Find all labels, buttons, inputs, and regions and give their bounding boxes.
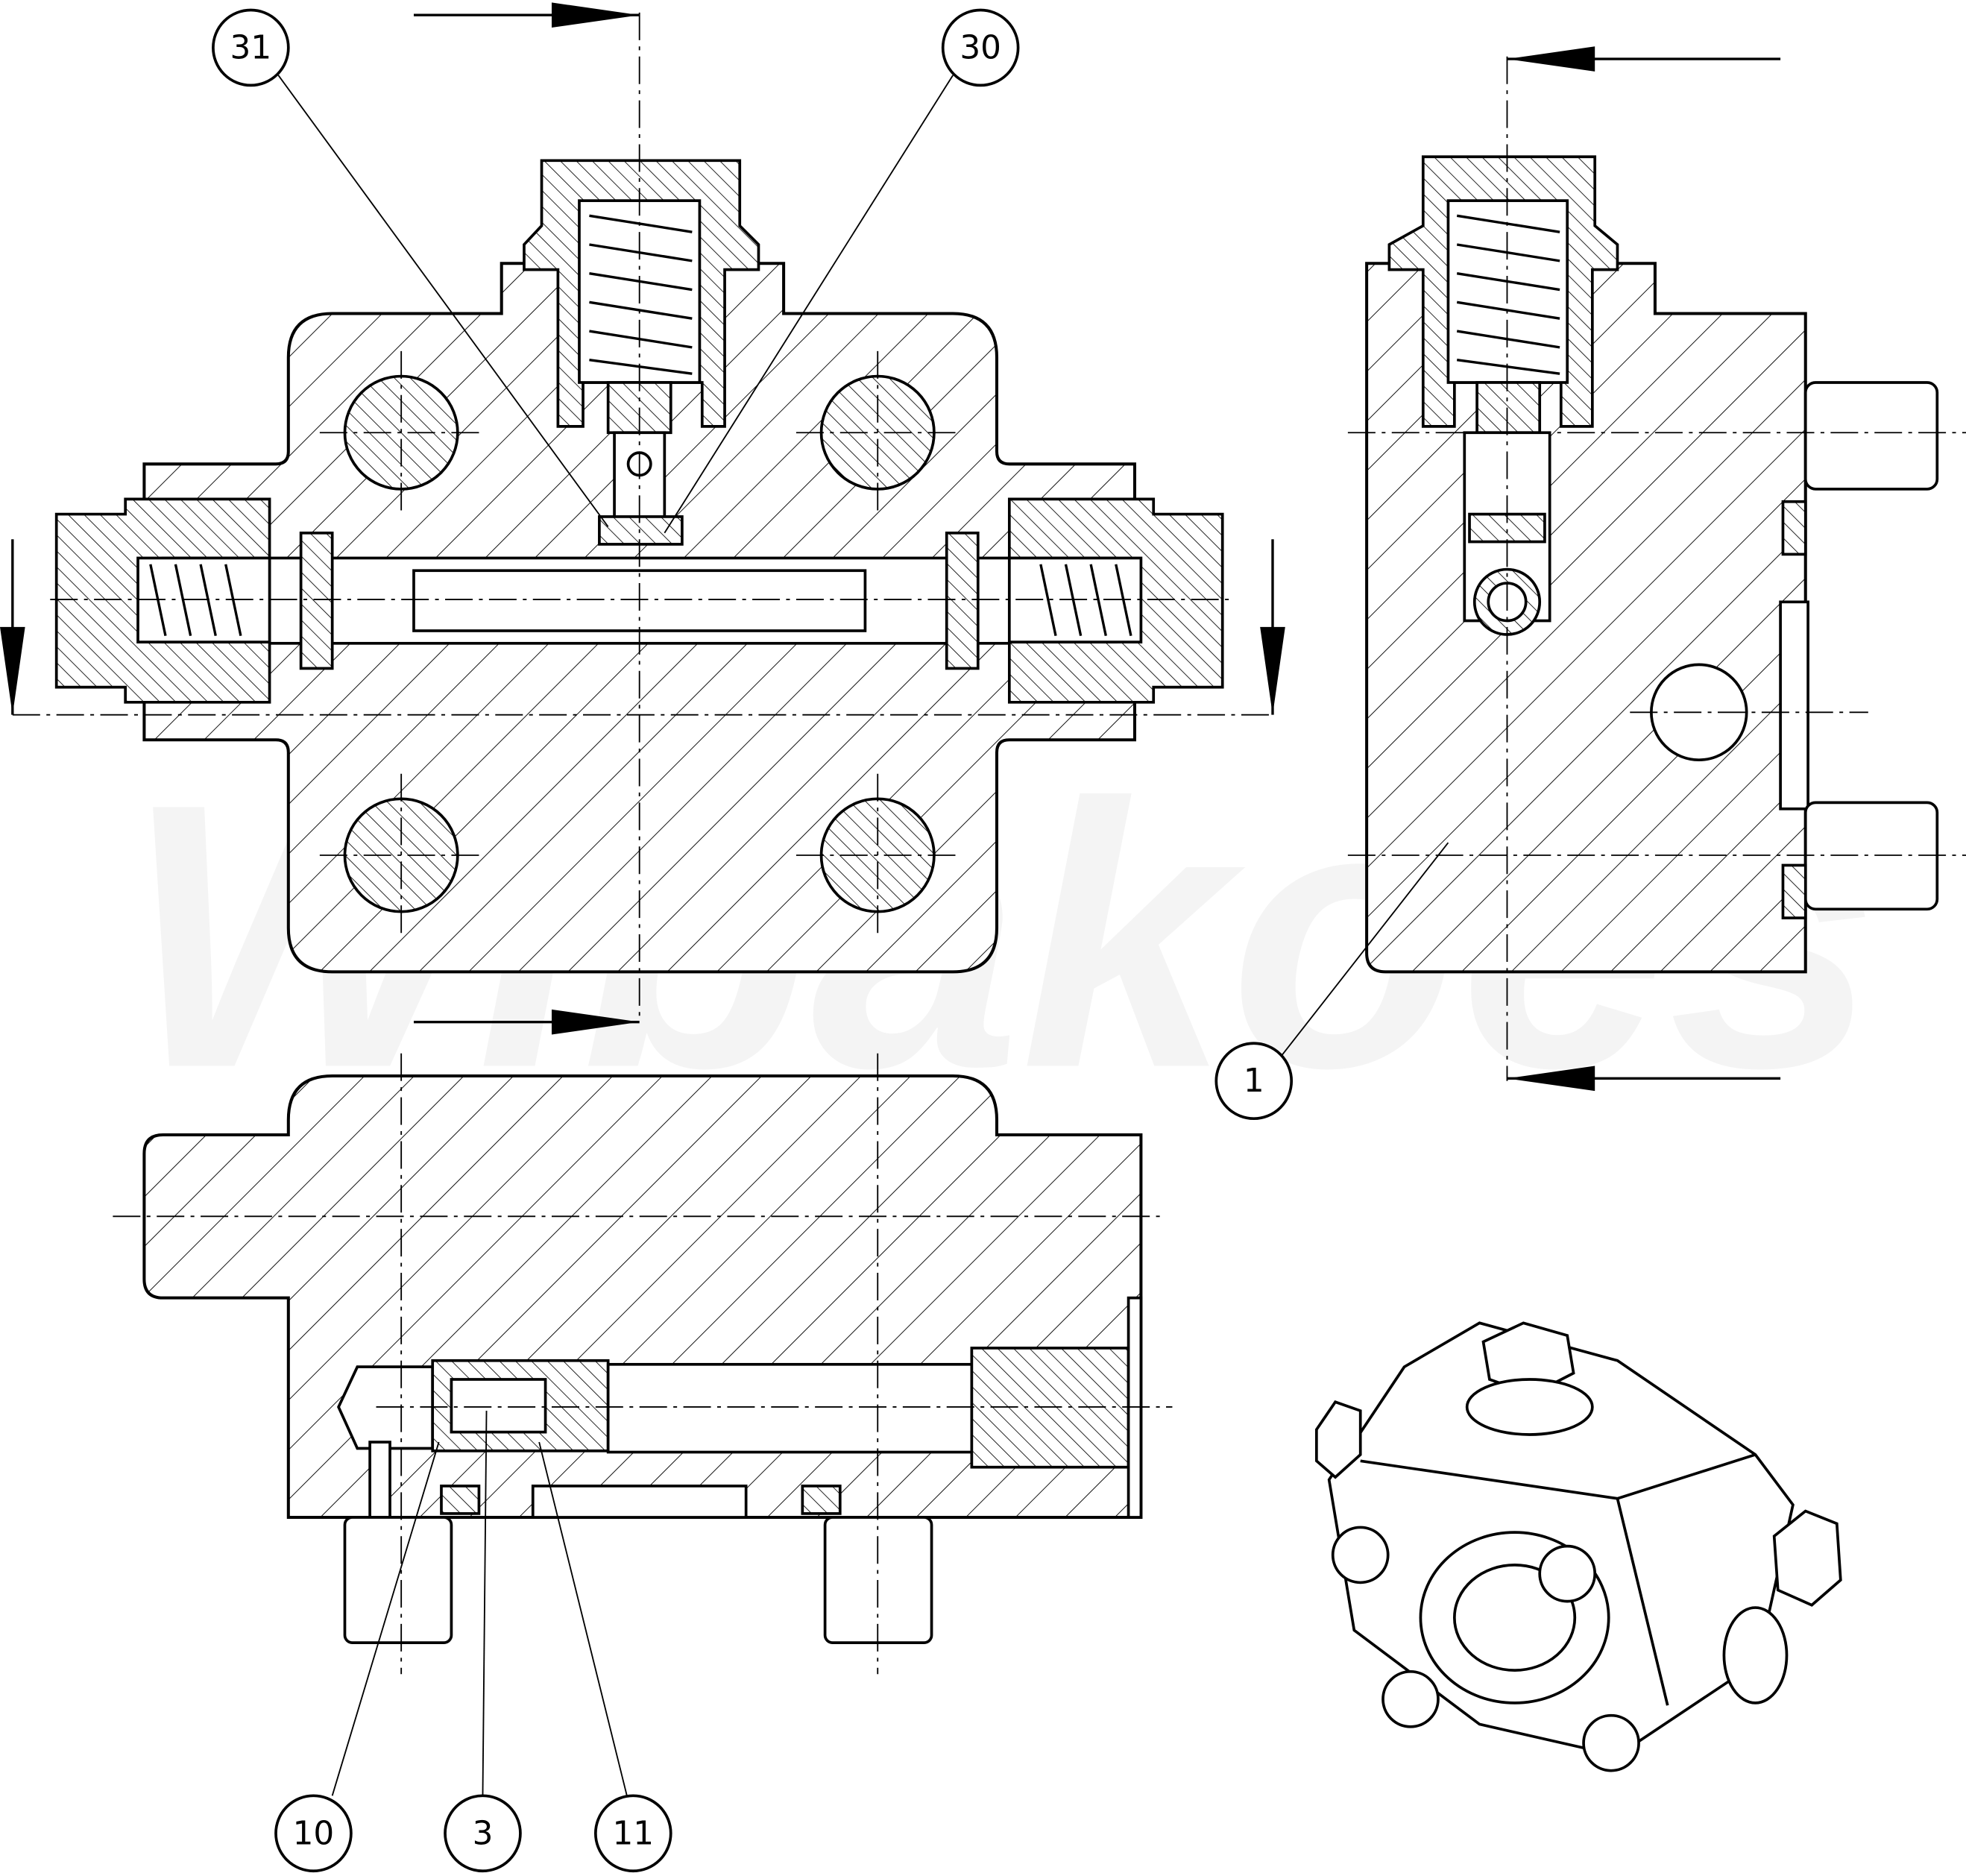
balloon-30: 30 (941, 8, 1020, 87)
balloon-10: 10 (274, 1794, 353, 1873)
svg-text:31: 31 (230, 28, 272, 66)
isometric-view (1314, 1321, 1842, 1772)
svg-text:10: 10 (293, 1814, 335, 1852)
svg-text:3: 3 (473, 1814, 494, 1852)
side-section-view (1347, 46, 1966, 1092)
balloon-31: 31 (212, 8, 290, 87)
balloon-1: 1 (1214, 1042, 1294, 1121)
balloon-11: 11 (593, 1794, 672, 1873)
bottom-section-view (113, 1053, 1173, 1675)
top-section-view (0, 2, 1285, 1035)
svg-text:30: 30 (960, 28, 1001, 66)
svg-text:11: 11 (612, 1814, 654, 1852)
leaders (277, 75, 1449, 1796)
svg-text:1: 1 (1244, 1062, 1264, 1100)
balloon-3: 3 (444, 1794, 522, 1873)
